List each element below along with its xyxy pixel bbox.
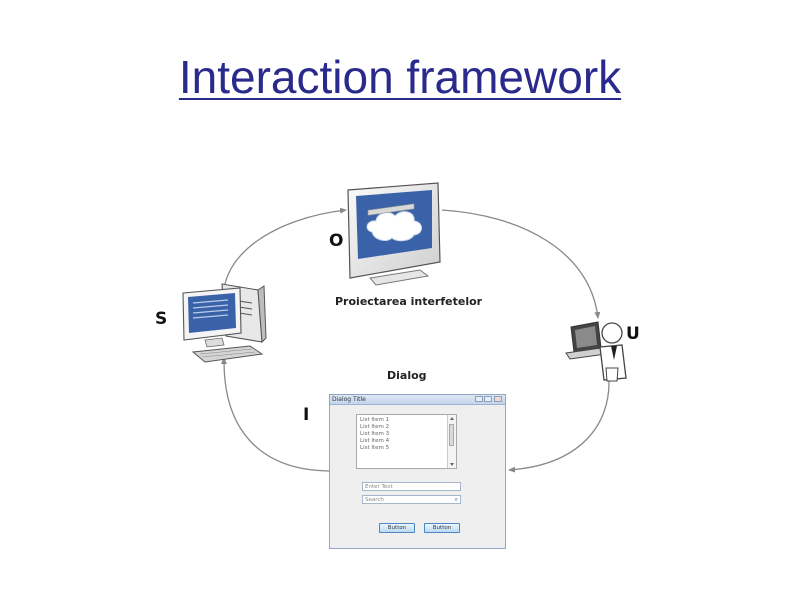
scroll-down-icon	[450, 463, 454, 466]
scroll-up-icon	[450, 417, 454, 420]
arrow-dialog-to-system	[220, 357, 330, 472]
list-item: List Item 4	[360, 438, 390, 444]
dialog-text-field: Enter Text	[362, 482, 461, 491]
close-icon	[494, 396, 502, 402]
dialog-button-2: Button	[424, 523, 460, 533]
page-title: Interaction framework	[178, 51, 622, 103]
dialog-caption: Dialog	[387, 369, 427, 382]
maximize-icon	[484, 396, 492, 402]
system-label: S	[155, 309, 168, 329]
monitor-icon	[347, 182, 441, 286]
dialog-window: Dialog Title List Item 1 List Item 2 Lis…	[329, 394, 506, 549]
scroll-thumb	[449, 424, 454, 446]
list-item: List Item 1	[360, 417, 390, 423]
list-item: List Item 3	[360, 431, 390, 437]
dialog-titlebar: Dialog Title	[330, 395, 505, 405]
arrow-system-to-output	[223, 207, 347, 301]
minimize-icon	[475, 396, 483, 402]
output-label: O	[329, 231, 344, 251]
arrow-output-to-user	[441, 209, 601, 319]
list-scrollbar	[447, 415, 456, 468]
user-label: U	[626, 324, 640, 344]
user-with-laptop-icon	[565, 321, 627, 382]
list-item: List Item 2	[360, 424, 390, 430]
dialog-search-field: Search ⌕	[362, 495, 461, 504]
dialog-listbox: List Item 1 List Item 2 List Item 3 List…	[356, 414, 457, 469]
list-item: List Item 5	[360, 445, 390, 451]
monitor-caption: Proiectarea interfetelor	[335, 295, 483, 308]
arrow-user-to-dialog	[508, 379, 610, 473]
input-label: I	[303, 405, 310, 425]
search-field-text: Search	[365, 497, 384, 503]
dialog-title: Dialog Title	[332, 396, 366, 403]
dialog-button-1: Button	[379, 523, 415, 533]
search-icon: ⌕	[454, 496, 458, 503]
desktop-computer-icon	[182, 283, 267, 363]
